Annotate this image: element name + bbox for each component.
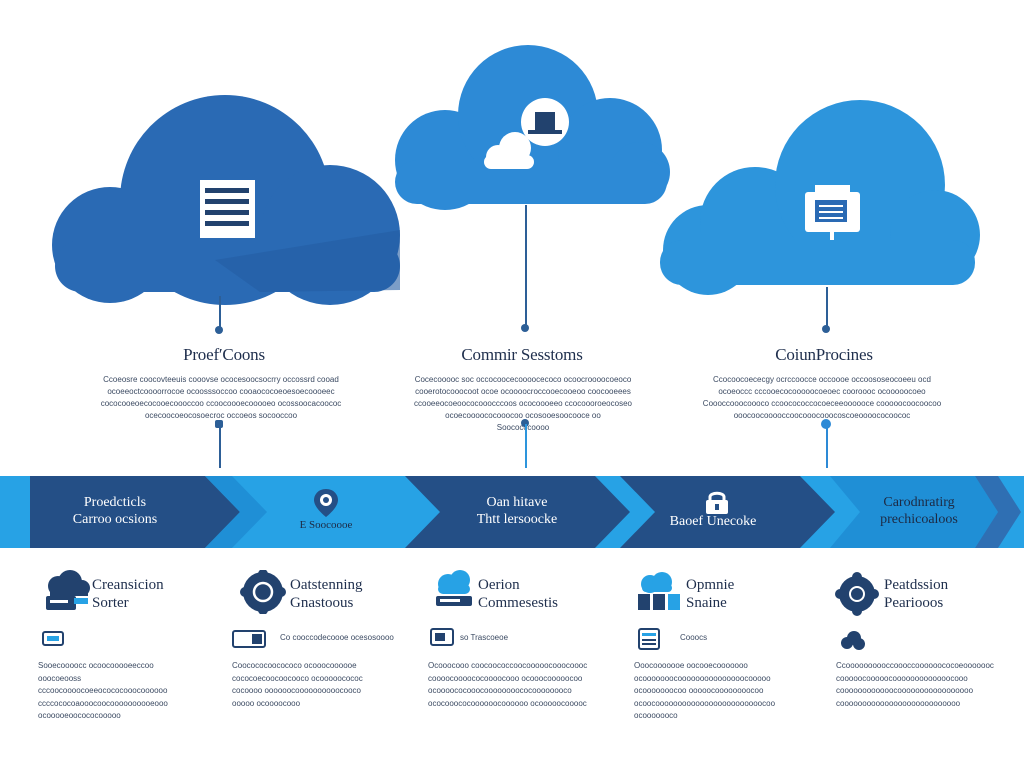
cloud-upload-icon [436, 570, 472, 606]
connector-middle-bottom-dot [521, 419, 529, 427]
document-icon [200, 180, 255, 238]
connector-right-top [826, 287, 828, 327]
bottom-desc-4: Ooocooooooe oocooecooooooo ocooooooocooo… [634, 661, 776, 720]
clouds-layer [52, 45, 980, 305]
chevron-label-2: E Soocoooe [299, 519, 353, 531]
connector-right-bottom-dot [821, 419, 831, 429]
bottom-title-3: Oerion Commesestis [478, 577, 559, 611]
gear-icon [240, 570, 286, 614]
bottom-title-1: Creansicion Sorter [92, 577, 164, 611]
chevron-1-edge [205, 476, 267, 548]
cloud-title-left: ProefʹCoons [183, 345, 265, 364]
location-pin-icon [314, 489, 338, 517]
chevron-1 [30, 476, 240, 548]
cloud-desc-left: Ccoeosre coocovteeuis cooovse ococesoocs… [100, 375, 342, 420]
bottom-desc-5: Ccoooooooooccoooccoooooococoeooooooc coo… [836, 661, 994, 708]
bottom-title-2: Oatstenning Gnastoous [290, 577, 363, 611]
connector-right-bottom [826, 428, 828, 468]
connector-middle-top [525, 205, 527, 325]
chevron-label-3: Oan hitave Thtt lersoocke [476, 495, 558, 527]
gear-network-icon [835, 572, 879, 616]
connector-left-top-dot [215, 326, 223, 334]
bottom-title-5: Peatdssion Peariooos [884, 577, 949, 611]
browser-icon [638, 628, 660, 650]
connector-left-bottom [219, 426, 221, 468]
connector-middle-bottom [525, 424, 527, 468]
bottom-desc-1: Sooecoooocc ocoocooooeeccoo ooocoeooss c… [38, 661, 168, 720]
chevron-label-5: Carodnratirg prechicoaloos [880, 495, 958, 527]
connector-middle-top-dot [521, 324, 529, 332]
cloud-title-middle: Commir Sesstoms [461, 345, 583, 364]
cloud-server-icon [46, 570, 90, 610]
clipboard-icon [805, 185, 860, 240]
folder-icon [42, 631, 64, 646]
chevron-label-1: Proedcticls Carroo ocsions [72, 495, 158, 527]
connector-right-top-dot [822, 325, 830, 333]
cloud-desc-middle: Cocecooooc soc occocoocecoooocecoco ocoo… [414, 375, 632, 432]
cloud-desc-right: Ccocoocoececgy ocrccoocce occoooe occoos… [702, 375, 942, 420]
connector-left-top [219, 296, 221, 328]
bottom-desc-3: Ocooocooo coocoococcoocooooocooocoooc co… [428, 661, 588, 708]
chevron-5-edge [975, 476, 1021, 548]
cloud-title-right: CoiunProcines [775, 345, 873, 364]
bottom-sub-4: Cooocs [680, 633, 708, 642]
bottom-sub-3: so Trascoeoe [460, 633, 509, 642]
bottom-sub-2: Co cooccodecoooe ocesosoooo [280, 633, 394, 642]
chevron-5 [830, 476, 998, 548]
bottom-title-4: Opmnie Snaine [686, 577, 735, 611]
bottom-desc-2: Coocococoocococo ocooocoooooe cococoecoo… [232, 661, 363, 708]
chevron-label-4: Baoef Unecoke [669, 514, 757, 529]
cloud-cluster-icon [841, 631, 865, 650]
cloud-network-icon [638, 572, 680, 610]
cloud-right [660, 100, 980, 295]
bag-icon [232, 630, 266, 648]
process-chevrons [30, 476, 1021, 548]
connector-left-bottom-dot [215, 420, 223, 428]
chevron-3 [405, 476, 630, 548]
monitor-icon [430, 628, 454, 646]
lock-icon [706, 491, 728, 514]
laptop-icon [484, 98, 569, 169]
